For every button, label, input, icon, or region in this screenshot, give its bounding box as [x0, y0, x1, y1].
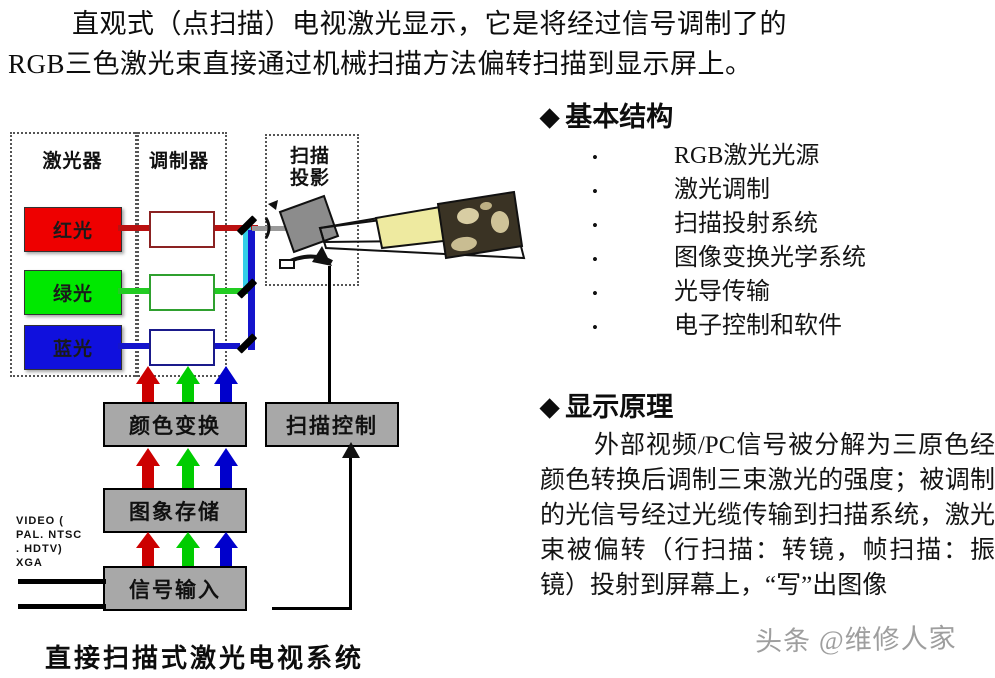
scan-projection-group-label: 扫描投影: [265, 146, 355, 190]
bullet-dot-icon: •: [592, 318, 598, 337]
bullet-label: 图像变换光学系统: [674, 245, 866, 271]
block-image-storage-label: 图象存储: [129, 500, 221, 524]
bullet-dot-icon: •: [592, 284, 598, 303]
bullet-label: 激光调制: [674, 177, 770, 203]
laser-group-label: 激光器: [42, 151, 103, 172]
diamond-bullet-icon: ◆: [540, 393, 560, 421]
scan-projection-label-text: 扫描投影: [289, 146, 330, 189]
bullet-label: 扫描投射系统: [674, 211, 818, 237]
laser-tv-system-diagram: 激光器 调制器 扫描投影 红光 绿光 蓝光: [0, 118, 540, 678]
block-scan-control-label: 扫描控制: [286, 414, 378, 438]
structure-bullet-list: • RGB激光光源 • 激光调制 • 扫描投射系统 • 图像变换光学系统 • 光…: [540, 140, 995, 344]
section-heading-structure: ◆ 基本结构: [540, 100, 995, 134]
list-item: • 图像变换光学系统: [540, 242, 995, 276]
scan-control-feedback-arrowhead: [342, 442, 360, 458]
video-input-line-3: . HDTV): [16, 543, 63, 555]
intro-paragraph: 直观式（点扫描）电视激光显示，它是将经过信号调制了的 RGB三色激光束直接通过机…: [0, 4, 995, 84]
principle-text: 外部视频/PC信号被分解为三原色经颜色转换后调制三束激光的强度；被调制的光信号经…: [540, 432, 995, 599]
block-scan-control: 扫描控制: [265, 402, 399, 447]
list-item: • 扫描投射系统: [540, 208, 995, 242]
structure-section: ◆ 基本结构 • RGB激光光源 • 激光调制 • 扫描投射系统 • 图像变换光…: [540, 100, 995, 344]
bullet-label: 电子控制和软件: [674, 313, 842, 339]
video-input-label: VIDEO ( PAL. NTSC . HDTV) XGA: [16, 514, 82, 570]
block-signal-input-label: 信号输入: [129, 578, 221, 602]
laser-source-blue: 蓝光: [24, 325, 122, 370]
scan-projection-group-box: [265, 134, 359, 286]
block-color-conversion-label: 颜色变换: [129, 414, 221, 438]
modulator-red: [149, 211, 215, 248]
scan-control-wire-vertical: [328, 266, 331, 402]
intro-line-2: RGB三色激光束直接通过机械扫描方法偏转扫描到显示屏上。: [8, 49, 753, 79]
bullet-label: RGB激光光源: [674, 143, 820, 169]
diamond-bullet-icon: ◆: [540, 103, 560, 131]
modulator-group-box: [135, 132, 227, 377]
list-item: • 激光调制: [540, 174, 995, 208]
bullet-dot-icon: •: [592, 182, 598, 201]
modulator-green: [149, 274, 215, 311]
bullet-dot-icon: •: [592, 216, 598, 235]
principle-paragraph: 外部视频/PC信号被分解为三原色经颜色转换后调制三束激光的强度；被调制的光信号经…: [540, 428, 995, 603]
video-input-line-4: XGA: [16, 557, 43, 569]
scan-control-feedback-horizontal: [272, 607, 352, 610]
principle-section: ◆ 显示原理 外部视频/PC信号被分解为三原色经颜色转换后调制三束激光的强度；被…: [540, 390, 995, 603]
rgb-arrows-to-color-conversion: [136, 448, 238, 488]
block-color-conversion: 颜色变换: [103, 402, 247, 447]
watermark-text: 头条 @维修人家: [754, 623, 957, 657]
scan-control-feedback-vertical: [349, 453, 352, 609]
rgb-arrows-to-image-storage: [136, 532, 238, 568]
list-item: • RGB激光光源: [540, 140, 995, 174]
section-title-structure: 基本结构: [565, 102, 674, 132]
video-input-line-2: PAL. NTSC: [16, 529, 83, 541]
list-item: • 光导传输: [540, 276, 995, 310]
video-input-line-1: VIDEO (: [16, 515, 64, 527]
beam-cyan-vertical: [243, 225, 251, 293]
section-title-principle: 显示原理: [565, 392, 674, 422]
intro-line-1: 直观式（点扫描）电视激光显示，它是将经过信号调制了的: [72, 9, 787, 39]
laser-source-red-label: 红光: [52, 221, 93, 242]
laser-source-blue-label: 蓝光: [52, 339, 93, 360]
laser-source-green: 绿光: [24, 270, 122, 315]
block-image-storage: 图象存储: [103, 488, 247, 533]
list-item: • 电子控制和软件: [540, 310, 995, 344]
section-heading-principle: ◆ 显示原理: [540, 390, 995, 424]
bullet-label: 光导传输: [674, 279, 770, 305]
diagram-caption: 直接扫描式激光电视系统: [45, 644, 365, 673]
laser-source-red: 红光: [24, 207, 122, 252]
input-wire-bottom: [18, 604, 106, 609]
laser-source-green-label: 绿光: [52, 284, 93, 305]
modulator-group-label: 调制器: [148, 151, 209, 172]
rgb-arrows-to-modulators: [136, 366, 238, 406]
bullet-dot-icon: •: [592, 250, 598, 269]
block-signal-input: 信号输入: [103, 566, 247, 611]
laser-group-box: [10, 132, 139, 377]
modulator-blue: [149, 329, 215, 366]
beam-blue-vertical: [248, 230, 255, 350]
projection-beam-and-screen: [318, 190, 526, 260]
bullet-dot-icon: •: [592, 148, 598, 167]
input-wire-top: [18, 579, 106, 584]
